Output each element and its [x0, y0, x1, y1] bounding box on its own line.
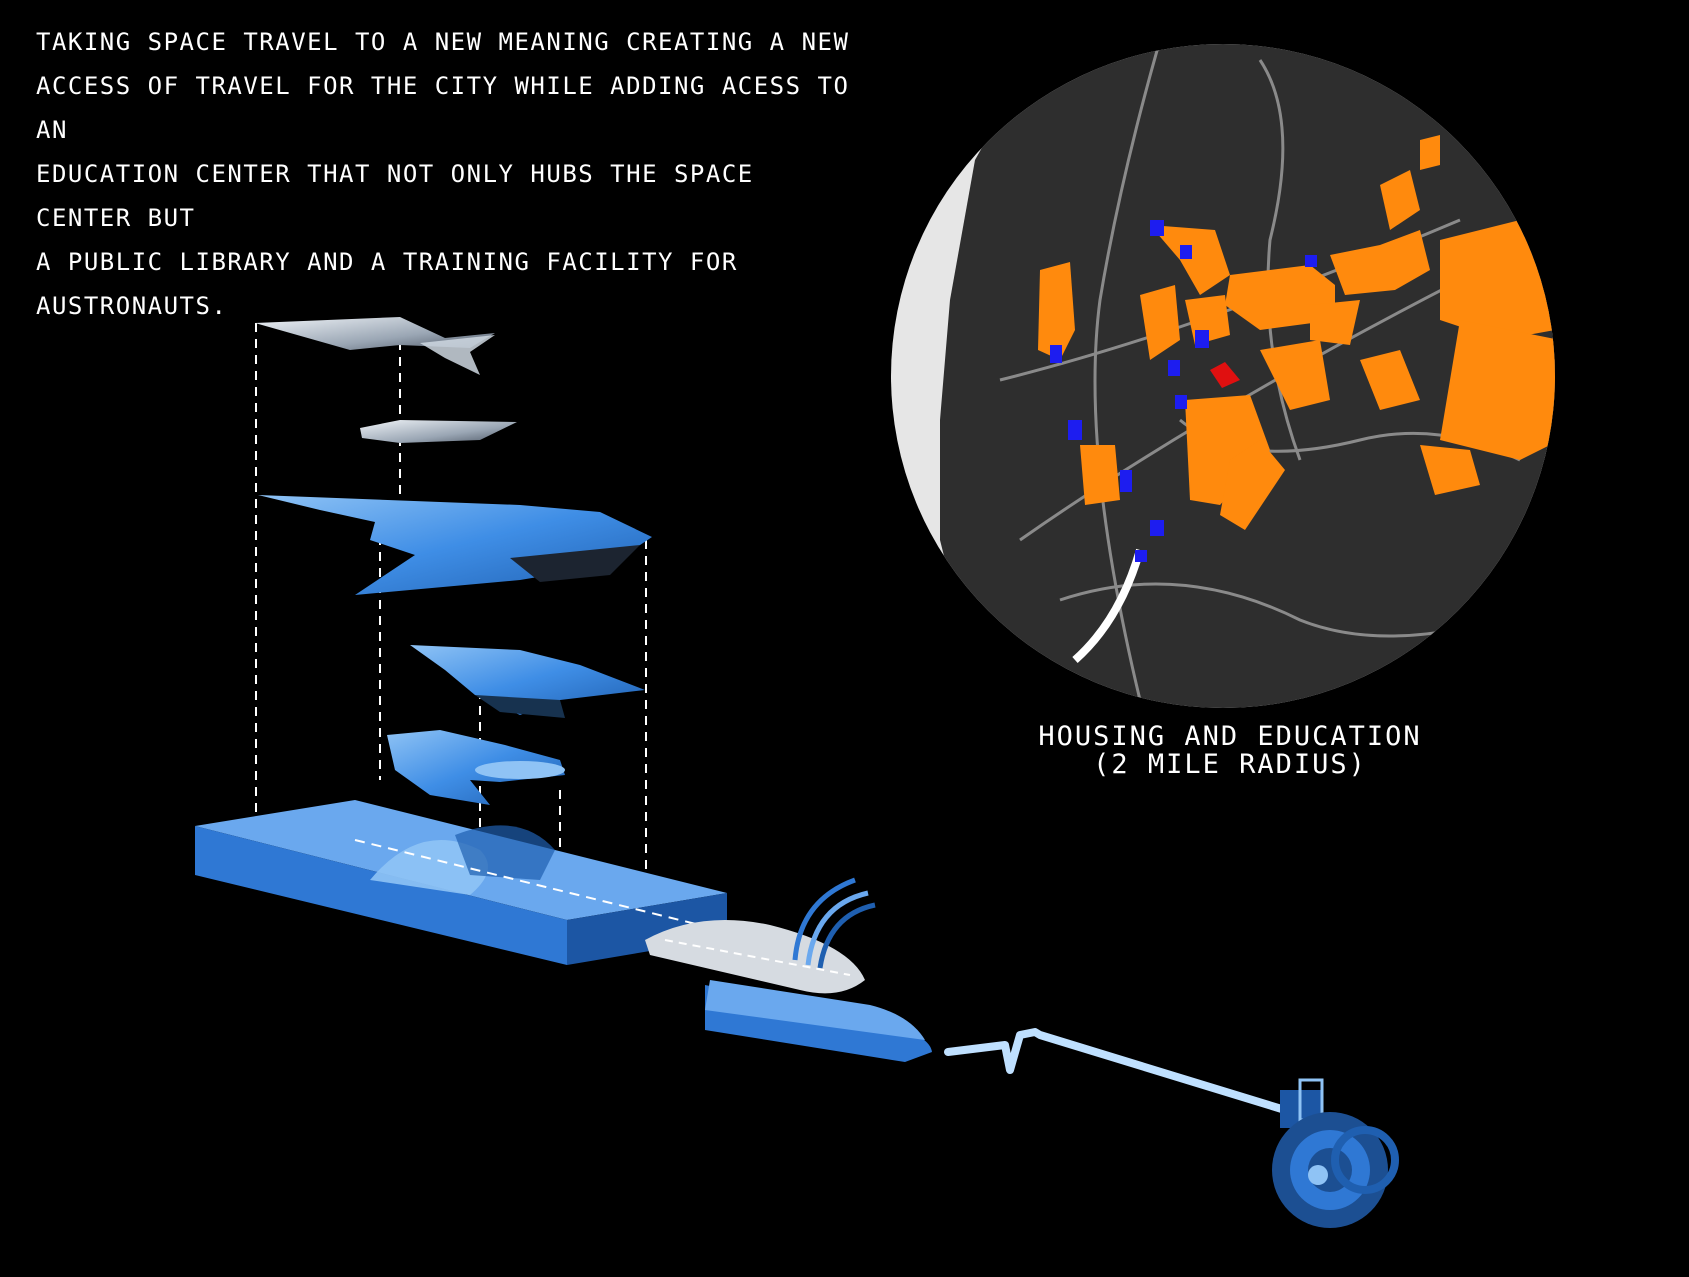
guide-lines	[255, 323, 647, 895]
boat-terminal	[645, 877, 932, 1062]
level-3-wing	[258, 495, 652, 595]
site-highlight	[1210, 362, 1240, 388]
base-platform	[195, 800, 727, 965]
map-caption: HOUSING AND EDUCATION (2 MILE RADIUS)	[990, 723, 1470, 779]
level-5-slab	[387, 730, 565, 805]
map-caption-line-2: (2 MILE RADIUS)	[1093, 749, 1367, 780]
map-caption-line-1: HOUSING AND EDUCATION	[1038, 721, 1422, 752]
level-1-roof	[255, 317, 495, 375]
intro-paragraph: TAKING SPACE TRAVEL TO A NEW MEANING CRE…	[36, 28, 850, 320]
transit-tube	[944, 1028, 1289, 1114]
level-4-slab	[410, 645, 645, 718]
level-2-slab	[360, 420, 517, 443]
housing-education-map	[891, 44, 1555, 708]
engine-assembly	[1272, 1078, 1399, 1228]
